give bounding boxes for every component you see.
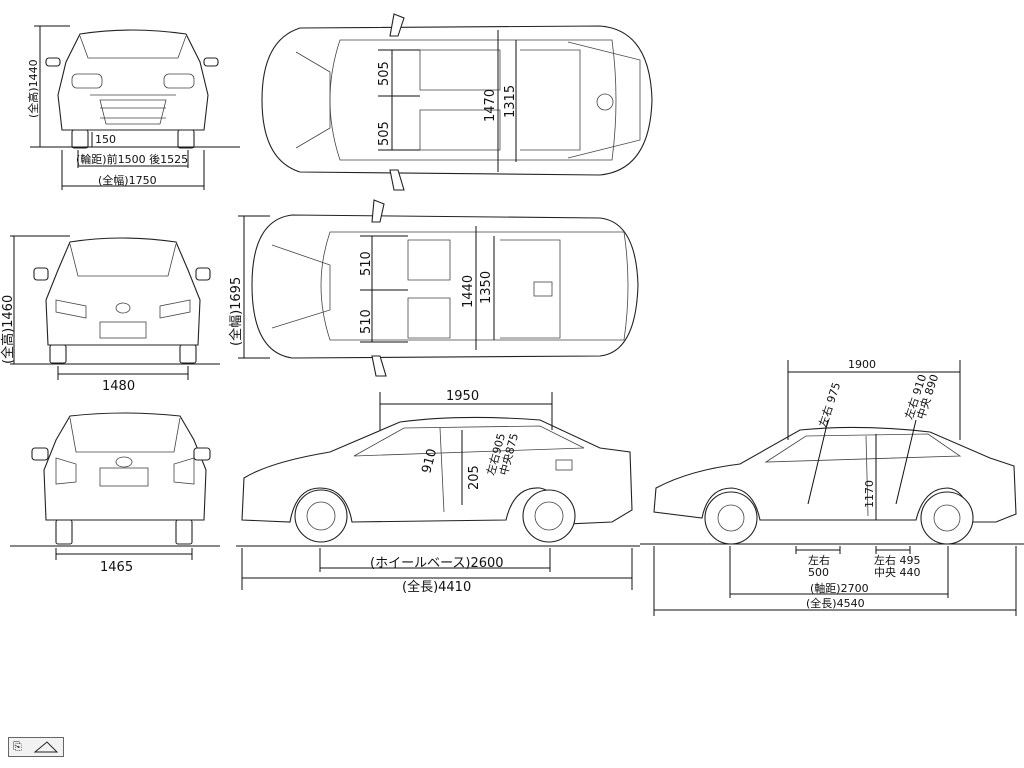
corolla-width-label: (全幅)1695: [228, 277, 244, 346]
corolla-length-label: (全長)4410: [402, 579, 471, 595]
civic-interior-length-label: 1900: [848, 358, 876, 371]
corolla-wheelbase-label: (ホイールベース)2600: [370, 556, 504, 571]
corolla-interior-width-a: 1440: [461, 275, 476, 308]
civic-legroom-front-b: 500: [808, 566, 829, 579]
civic-legroom-rear-b: 中央 440: [874, 566, 921, 579]
corolla-rear-tread-label: 1465: [100, 560, 133, 575]
civic-seat-front-label: 505: [377, 61, 392, 86]
civic-interior-width-b: 1315: [503, 85, 518, 118]
corolla-side-view: 1950 910 左右905 中央875 205 (ホイールベース)2600 (…: [236, 389, 640, 595]
page-turn-button[interactable]: ⎘: [8, 737, 64, 757]
page-corner-icon: ⎘: [13, 740, 22, 753]
civic-tread-label: (輪距)前1500 後1525: [76, 152, 188, 166]
civic-front-view: (全高)1440 150 (輪距)前1500 後1525 (全幅)1750: [26, 25, 240, 190]
civic-seat-rear-label: 505: [377, 121, 392, 146]
civic-legroom-rear-a: 左右 495: [874, 553, 921, 567]
corolla-rear-view: 1465: [10, 412, 220, 575]
civic-width-label: (全幅)1750: [98, 173, 157, 187]
corolla-headroom-front-label: 910: [419, 447, 440, 475]
corolla-seat-height-label: 205: [467, 465, 482, 490]
corolla-seat-front-label: 510: [359, 251, 374, 276]
corolla-front-view: (全高)1460 1480: [0, 235, 220, 394]
civic-length-label: (全長)4540: [806, 596, 865, 610]
civic-interior-height-label: 1170: [863, 480, 876, 508]
civic-clearance-label: 150: [95, 133, 116, 146]
corolla-front-tread-label: 1480: [102, 379, 135, 394]
civic-interior-width-a: 1470: [483, 89, 498, 122]
corolla-interior-width-b: 1350: [479, 271, 494, 304]
civic-height-label: (全高)1440: [26, 59, 40, 118]
corolla-interior-length-label: 1950: [446, 389, 479, 404]
corolla-top-view: (全幅)1695 510 510 1440 1350: [228, 199, 639, 377]
civic-legroom-front-a: 左右: [808, 553, 830, 567]
triangle-icon: [33, 741, 59, 753]
corolla-height-label: (全高)1460: [0, 295, 16, 364]
civic-top-view: 505 505 1470 1315: [261, 13, 653, 191]
civic-side-view: 1900 左右 975 左右 910 中央 890 1170 左右 500 左右…: [640, 358, 1024, 616]
civic-headroom-front-label: 左右 975: [816, 380, 844, 429]
civic-wheelbase-label: (軸距)2700: [810, 581, 869, 595]
corolla-seat-rear-label: 510: [359, 309, 374, 334]
